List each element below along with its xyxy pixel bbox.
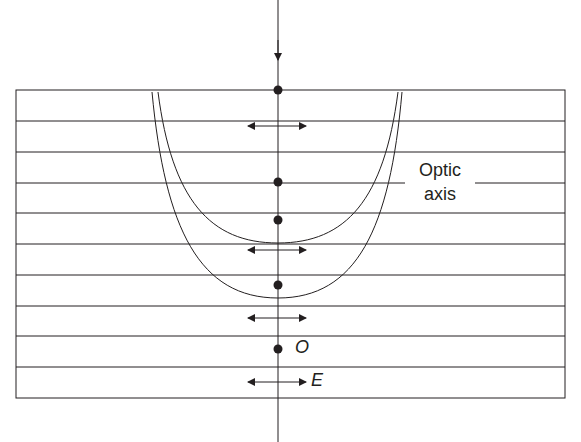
ray-arrow: [278, 40, 279, 60]
vibration-dots: [274, 86, 283, 354]
e-wavefront: [152, 92, 402, 298]
optic-axis-lines: [16, 121, 565, 367]
ray-label: E: [309, 370, 325, 390]
axis-label: Optic axis: [405, 158, 475, 206]
ray-label: O: [293, 337, 311, 357]
crystal-slab: [16, 90, 565, 398]
